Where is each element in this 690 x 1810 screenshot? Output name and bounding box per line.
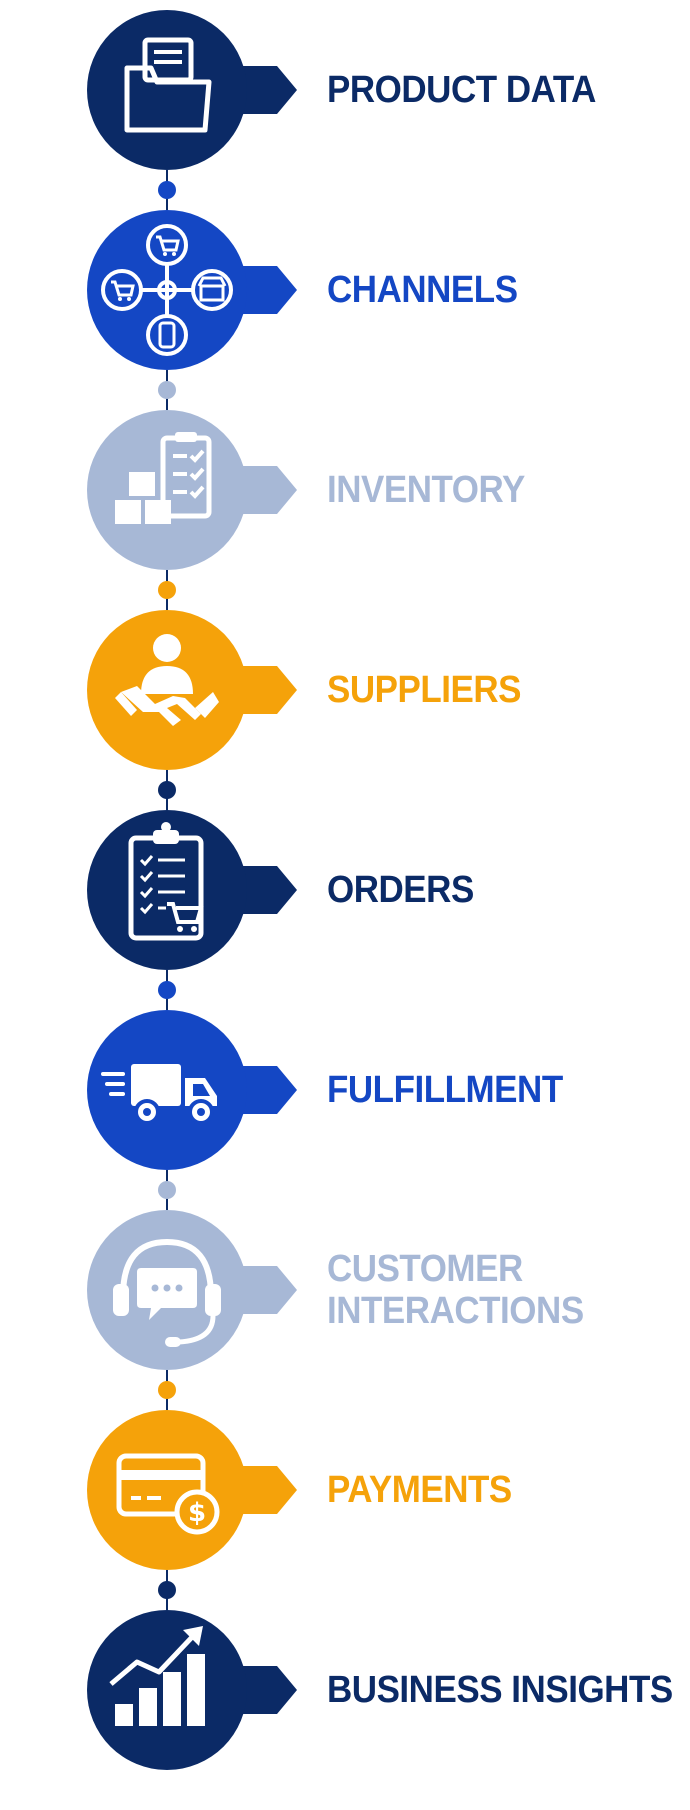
step-node	[87, 410, 297, 570]
step-label: SUPPLIERS	[327, 669, 654, 711]
clipboard-cart-icon	[128, 822, 204, 941]
connector-dot	[158, 981, 176, 999]
boxes-checklist-icon	[115, 432, 212, 524]
step-label-line: INTERACTIONS	[327, 1290, 584, 1332]
step-label: ORDERS	[327, 869, 654, 911]
step-label-line: ORDERS	[327, 869, 474, 911]
step-label-line: PAYMENTS	[327, 1469, 512, 1511]
connector-dot	[158, 181, 176, 199]
step-circle	[87, 10, 247, 170]
connector-dot	[158, 1181, 176, 1199]
arrow-tab	[237, 1466, 297, 1514]
step-node	[87, 610, 297, 770]
folder-document-icon	[124, 37, 212, 133]
step-label-line: CHANNELS	[327, 269, 518, 311]
arrow-tab	[237, 866, 297, 914]
step-label: PAYMENTS	[327, 1469, 654, 1511]
arrow-tab	[237, 1266, 297, 1314]
step-node	[87, 1010, 297, 1170]
sales-channels-hub-icon	[101, 224, 233, 356]
arrow-tab	[237, 1066, 297, 1114]
step-label-line: BUSINESS INSIGHTS	[327, 1669, 673, 1711]
growth-bar-chart-icon	[109, 1626, 205, 1726]
step-circle	[87, 1410, 247, 1570]
arrow-tab	[237, 66, 297, 114]
connector-dot	[158, 381, 176, 399]
svg-text:$: $	[188, 1498, 206, 1528]
step-label: BUSINESS INSIGHTS	[327, 1669, 673, 1711]
step-label: CHANNELS	[327, 269, 654, 311]
step-circle	[87, 410, 247, 570]
timeline-nodes: $	[87, 10, 297, 1770]
step-label-line: INVENTORY	[327, 469, 525, 511]
connector-dot	[158, 781, 176, 799]
connector-dot	[158, 581, 176, 599]
arrow-tab	[237, 266, 297, 314]
step-label-line: FULFILLMENT	[327, 1069, 563, 1111]
delivery-truck-icon	[101, 1064, 217, 1125]
step-node	[87, 210, 297, 370]
connector-dot	[158, 1581, 176, 1599]
step-label-line: CUSTOMER	[327, 1248, 523, 1290]
headset-chat-icon	[113, 1238, 221, 1347]
step-node	[87, 810, 297, 970]
step-node: $	[87, 1410, 297, 1570]
step-node	[87, 10, 297, 170]
step-label: PRODUCT DATA	[327, 69, 654, 111]
timeline-connectors	[158, 170, 176, 1610]
step-label-line: SUPPLIERS	[327, 669, 522, 711]
connector-dot	[158, 1381, 176, 1399]
arrow-tab	[237, 666, 297, 714]
step-label-line: PRODUCT DATA	[327, 69, 596, 111]
arrow-tab	[237, 1666, 297, 1714]
credit-card-dollar-icon: $	[116, 1453, 220, 1535]
step-label: INVENTORY	[327, 469, 654, 511]
step-node	[87, 1610, 297, 1770]
step-label: FULFILLMENT	[327, 1069, 654, 1111]
step-node	[87, 1210, 297, 1370]
step-circle	[87, 810, 247, 970]
person-handshake-icon	[115, 634, 219, 726]
arrow-tab	[237, 466, 297, 514]
